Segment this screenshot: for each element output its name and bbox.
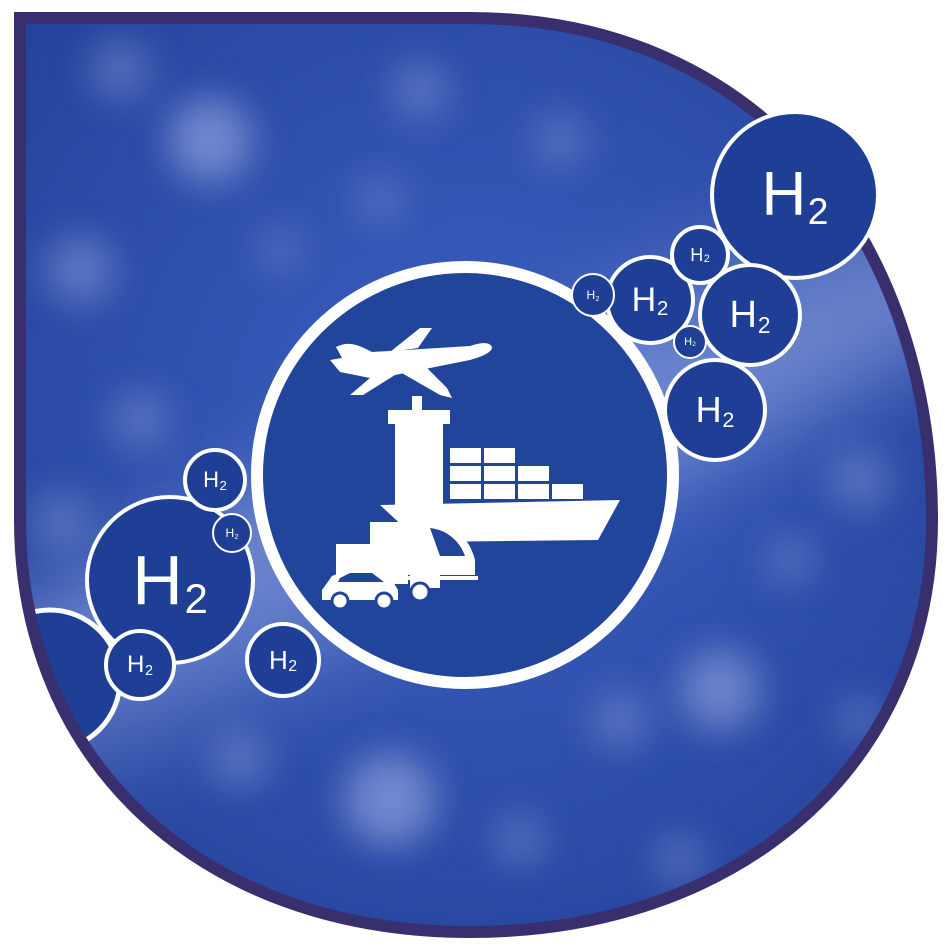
transport-badge bbox=[251, 261, 679, 689]
car-icon bbox=[322, 570, 398, 611]
airplane-icon bbox=[330, 328, 492, 398]
